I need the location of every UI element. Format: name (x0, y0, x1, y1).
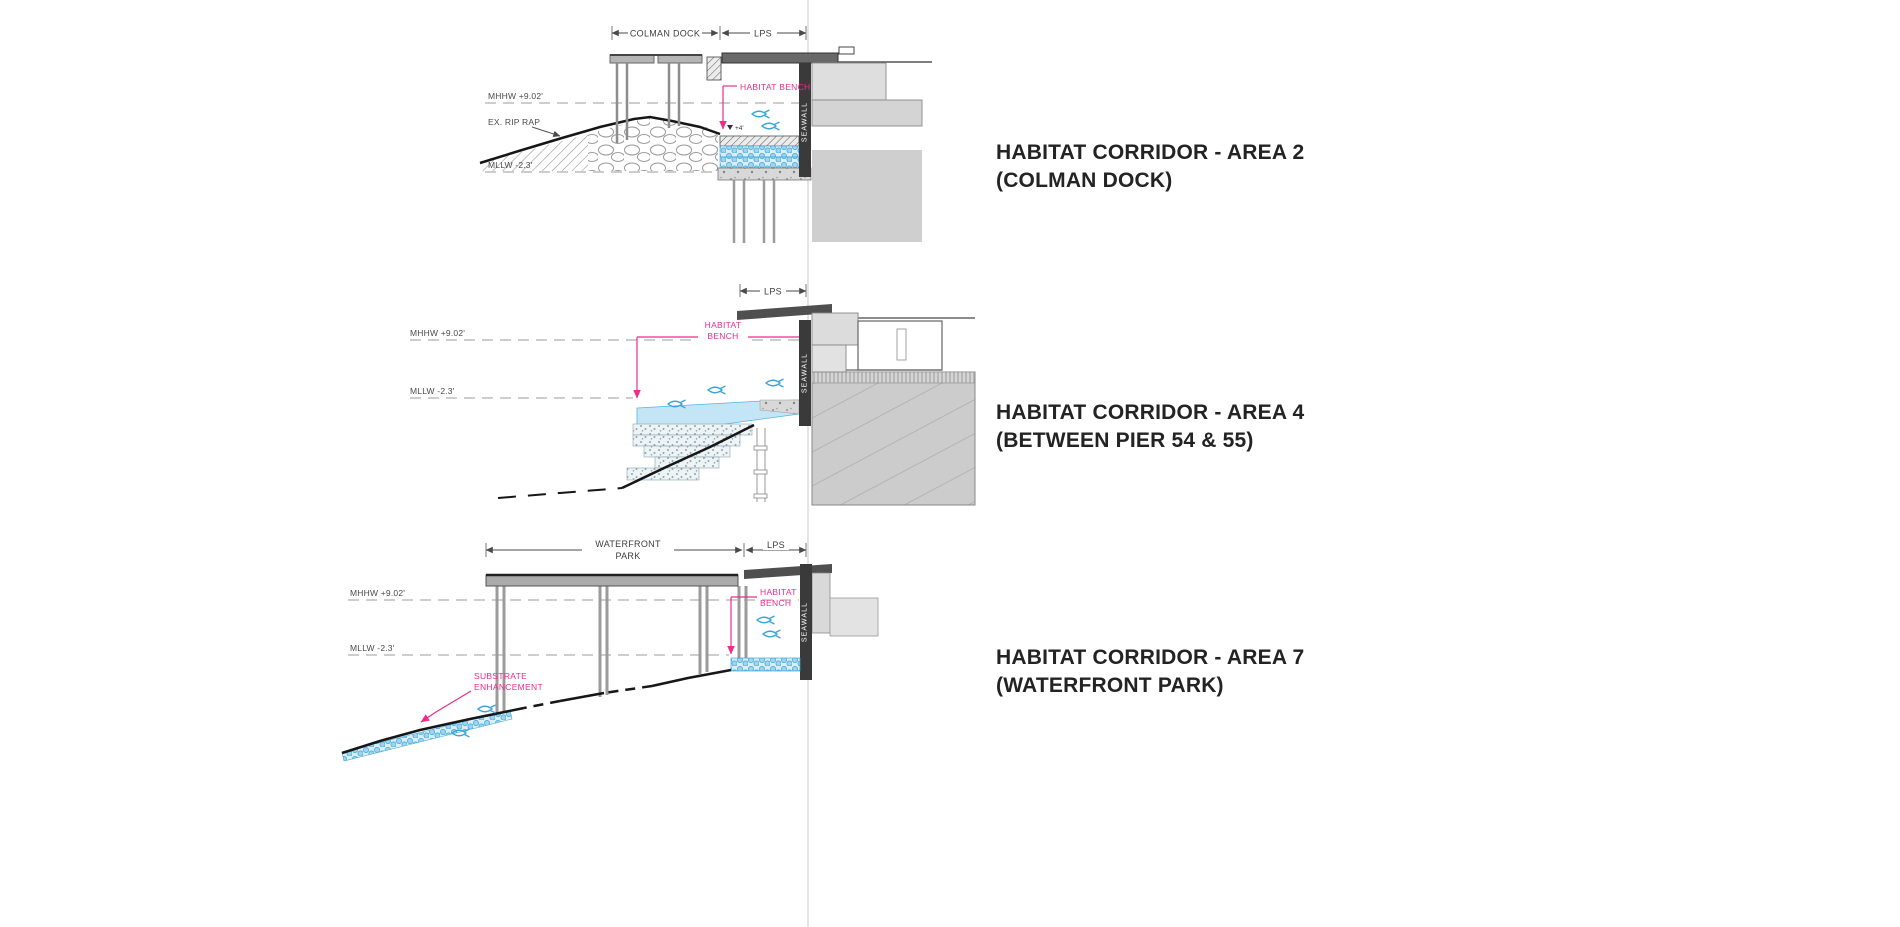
section-subtitle: (WATERFRONT PARK) (996, 674, 1224, 697)
section-subtitle: (BETWEEN PIER 54 & 55) (996, 429, 1254, 452)
mllw-label: MLLW -2.3' (350, 643, 395, 653)
substrate-enhancement-leader (420, 690, 472, 723)
substrate-enhancement-label: ENHANCEMENT (474, 682, 543, 692)
mhhw-label: MHHW +9.02' (410, 328, 465, 338)
dim-label-mask (628, 26, 702, 39)
step-block-lower (811, 344, 847, 373)
section-subtitle: (COLMAN DOCK) (996, 169, 1172, 192)
mhhw-label: MHHW +9.02' (350, 588, 405, 598)
grade-line-dashed (497, 487, 623, 499)
dim-label-mask (763, 538, 789, 550)
seabed-line (341, 706, 525, 755)
riprap-label: EX. RIP RAP (488, 117, 540, 127)
seabed-line (559, 691, 605, 703)
section-area2: +4' SEAWALL COLMAN DOCK (479, 26, 1304, 243)
park-deck (485, 574, 739, 587)
elevation-marker-icon (727, 125, 733, 130)
lps-support-column (706, 56, 722, 81)
backfill-block-mid (811, 99, 923, 127)
habitat-bench-gravel-layer (719, 145, 800, 158)
habitat-bench-gravel-layer (719, 156, 800, 169)
pile-connector (753, 469, 768, 475)
seawall (800, 564, 812, 680)
habitat-bench-label: HABITAT (705, 320, 742, 330)
lps-label: LPS (767, 540, 785, 550)
dim-label-mask (760, 284, 786, 297)
mllw-label: MLLW -2.3' (410, 386, 455, 396)
seabed-line-dashed (523, 699, 561, 710)
step-block-upper (811, 312, 859, 346)
colman-dock-label: COLMAN DOCK (630, 29, 700, 39)
mllw-label: MLLW -2.3' (488, 160, 533, 170)
lps-label: LPS (754, 29, 772, 39)
substrate-step (632, 423, 753, 436)
habitat-bench-label: HABITAT BENCH (740, 82, 811, 92)
pile-connector (753, 445, 768, 451)
seawall (799, 320, 811, 426)
existing-slope-hatch (480, 134, 588, 171)
dock-deck-segment (609, 54, 655, 64)
lps-label: LPS (764, 287, 782, 297)
section-area7: SEAWALL WATERFRONT PARK LPS MHHW +9.02' … (341, 538, 1304, 762)
backfill-block-upper (811, 62, 887, 101)
section-title: HABITAT CORRIDOR - AREA 2 (996, 141, 1304, 164)
section-title: HABITAT CORRIDOR - AREA 4 (996, 401, 1304, 424)
seawall-label: SEAWALL (802, 353, 809, 393)
step-block-upper (811, 572, 831, 634)
riprap-rocks (588, 117, 718, 171)
substrate-step (643, 445, 731, 458)
waterfront-park-label: PARK (615, 551, 640, 561)
section-title: HABITAT CORRIDOR - AREA 7 (996, 646, 1304, 669)
habitat-bench-strip (730, 657, 801, 672)
step-block-lower (829, 597, 879, 637)
habitat-bench-label: BENCH (707, 331, 738, 341)
bench-concrete-base (717, 167, 812, 181)
seabed-line (651, 668, 732, 688)
section-area4: SEAWALL LPS MHHW +9.02' MLLW -2.3' HABIT… (410, 284, 1304, 506)
upland-fill-band (811, 371, 976, 384)
riprap-leader (531, 126, 561, 137)
promenade-cap (721, 52, 839, 64)
dim-label-mask (750, 26, 777, 39)
dim-label-mask (582, 538, 674, 562)
upland-fill-wall (811, 371, 976, 506)
seawall-label: SEAWALL (802, 102, 809, 142)
habitat-bench-label: HABITAT (760, 587, 797, 597)
habitat-bench-label: BENCH (760, 598, 791, 608)
new-grade-line (621, 423, 755, 490)
substrate-enhancement-strip (341, 709, 513, 762)
building-column-detail (896, 328, 907, 361)
label-mask (698, 320, 748, 341)
seawall-label: SEAWALL (802, 602, 809, 642)
existing-grade-line (479, 115, 721, 165)
seabed-line-dashed (603, 684, 653, 695)
habitat-bench-shell-layer (719, 135, 800, 147)
backfill-block-lower (812, 150, 922, 242)
substrate-enhancement-label: SUBSTRATE (474, 671, 527, 681)
mhhw-label: MHHW +9.02' (488, 91, 543, 101)
promenade-deck (737, 304, 832, 320)
elevation-label: +4' (735, 125, 744, 132)
seawall (799, 63, 811, 177)
curb-detail (838, 46, 855, 55)
dock-deck-segment (657, 54, 703, 64)
waterfront-park-label: WATERFRONT (595, 539, 661, 549)
pile-connector (753, 493, 768, 499)
